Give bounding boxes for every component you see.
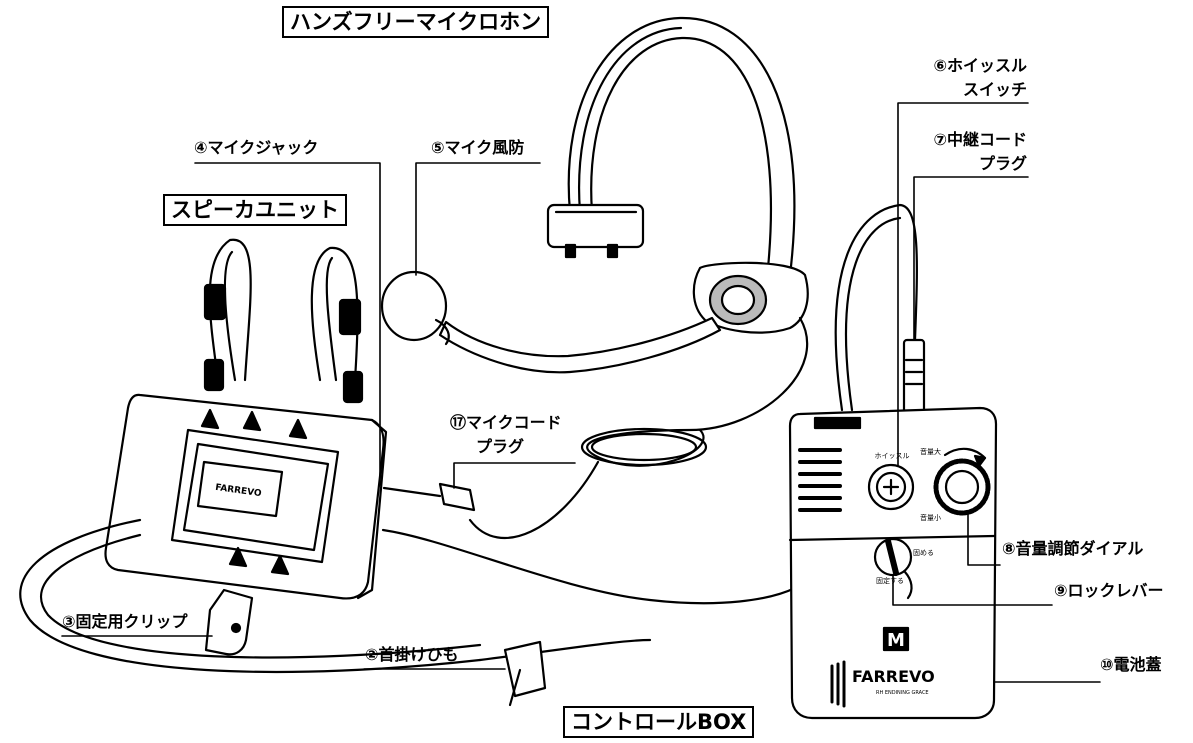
- neck-strap: [208, 238, 252, 382]
- fixing-clip: [204, 588, 254, 656]
- headband: [567, 16, 796, 277]
- mic-cord: [586, 316, 809, 467]
- label-volume-dial: ⑧音量調節ダイアル: [1002, 539, 1144, 558]
- label-lock-lever: ⑨ロックレバー: [1054, 581, 1164, 600]
- label-mic-jack: ④マイクジャック: [194, 138, 319, 157]
- headset: [380, 16, 809, 539]
- label-neck-strap: ②首掛けひも: [365, 645, 459, 664]
- label-relay-plug-1: ⑦中継コード: [933, 130, 1027, 149]
- label-mic-cord-plug-1: ⑰マイクコード: [450, 413, 562, 432]
- label-windscreen: ⑤マイク風防: [431, 138, 525, 157]
- brand-logo: M FARREVO RH ENDINING GRACE: [830, 626, 935, 708]
- svg-text:M: M: [887, 630, 905, 651]
- speaker-unit-title: スピーカユニット: [163, 194, 347, 226]
- strap-stopper: [503, 640, 547, 698]
- svg-text:固定する: 固定する: [876, 576, 904, 585]
- headband-pad: [546, 203, 645, 249]
- label-mic-cord-plug-2: プラグ: [476, 437, 525, 456]
- speaker-unit: FARREVO: [104, 238, 388, 656]
- speaker-grill: [798, 448, 842, 512]
- label-whistle-switch-2: スイッチ: [962, 80, 1027, 99]
- label-whistle-switch-1: ⑥ホイッスル: [933, 56, 1027, 75]
- mic-plug: [438, 482, 476, 512]
- mic-boom: [438, 316, 722, 374]
- headset-title: ハンズフリーマイクロホン: [282, 6, 550, 38]
- control-box: ホイッスル 音量大 音量小 固める 固定する M FARREVO RH ENDI…: [788, 203, 998, 720]
- leader-lines: [61, 102, 1101, 683]
- label-clip: ③固定用クリップ: [62, 612, 188, 631]
- label-relay-plug-2: プラグ: [978, 154, 1027, 173]
- svg-text:音量大: 音量大: [920, 447, 941, 456]
- svg-text:RH ENDINING GRACE: RH ENDINING GRACE: [876, 690, 929, 696]
- relay-plug: [902, 338, 926, 417]
- svg-text:音量小: 音量小: [920, 513, 941, 522]
- whistle-marking: ホイッスル: [875, 452, 910, 460]
- control-box-title: コントロールBOX: [563, 706, 755, 738]
- brand-name: FARREVO: [852, 667, 935, 686]
- mic-windscreen: [380, 270, 448, 342]
- svg-text:固める: 固める: [913, 549, 934, 557]
- label-battery-cover: ⑩電池蓋: [1100, 655, 1162, 674]
